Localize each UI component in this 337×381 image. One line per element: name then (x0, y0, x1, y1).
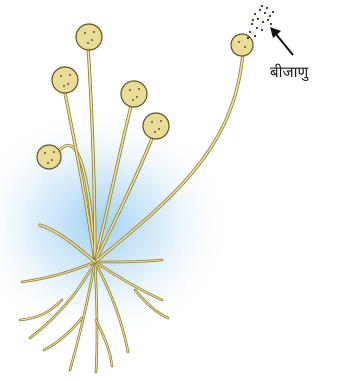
sporangium-5 (143, 113, 169, 139)
sporangium-2 (52, 67, 78, 93)
sporangium-1 (37, 145, 61, 169)
released-spores (247, 5, 274, 39)
spore-arrow (270, 27, 293, 55)
spore-label: बीजाणु (270, 62, 308, 82)
sporangium-6 (231, 34, 253, 56)
sporangium-4 (121, 81, 147, 107)
sporangium-3 (76, 24, 102, 50)
